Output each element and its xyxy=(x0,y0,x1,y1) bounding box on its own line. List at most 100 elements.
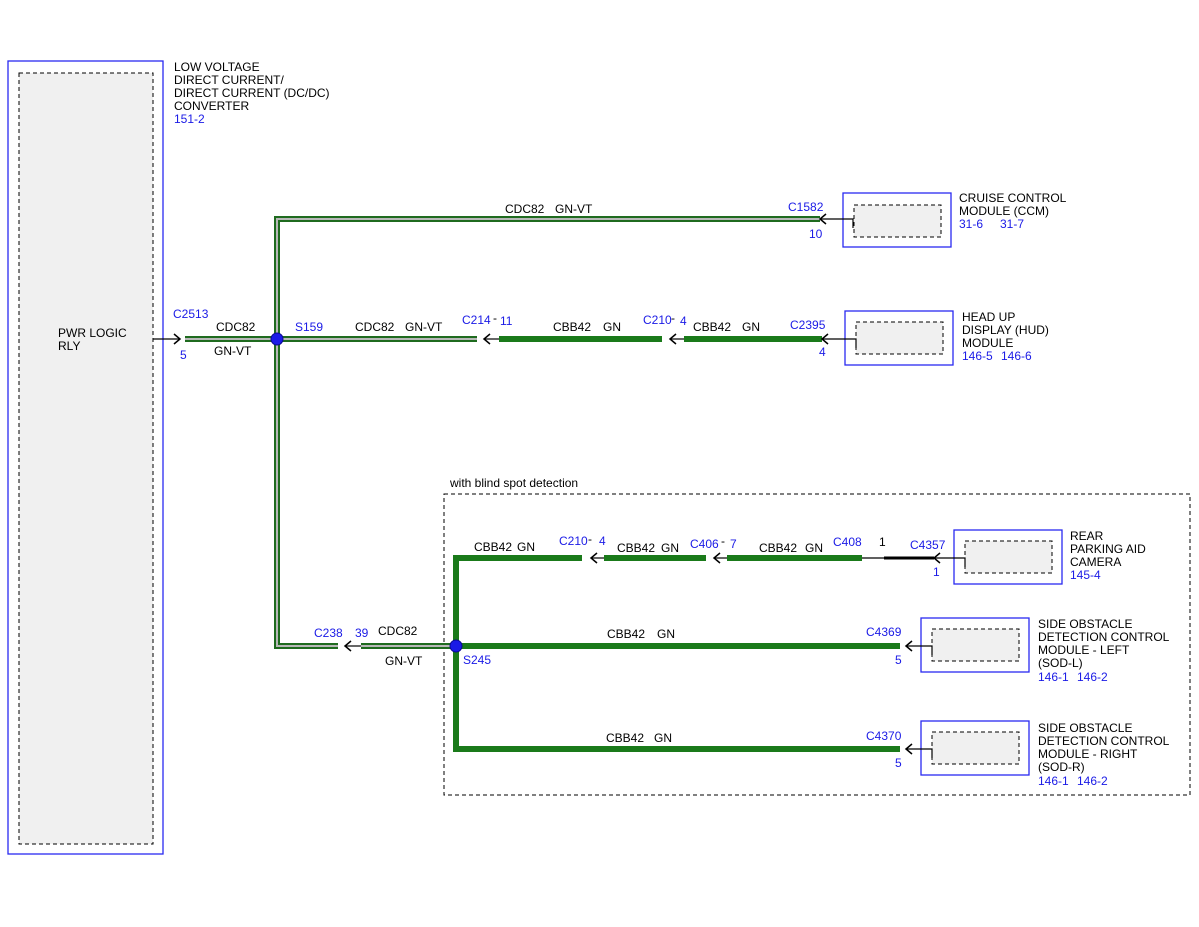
wire-label-circuit-s245-c210: CBB42 xyxy=(474,540,512,554)
c210-hud-pin-label: 4 xyxy=(680,314,687,328)
sod-right-title-line4: (SOD-R) xyxy=(1038,760,1085,774)
wire-label-circuit-c210-hud: CBB42 xyxy=(693,320,731,334)
c1582-label[interactable]: C1582 xyxy=(788,200,824,214)
camera-inner xyxy=(964,540,1053,574)
c238-label[interactable]: C238 xyxy=(314,626,343,640)
c4357-label[interactable]: C4357 xyxy=(910,538,946,552)
ccm-page-ref-2[interactable]: 31-7 xyxy=(1000,217,1024,231)
c2395-pin-label: 4 xyxy=(819,345,826,359)
c214-dash: - xyxy=(493,311,497,325)
c406-dash: - xyxy=(721,534,725,548)
c4370-label[interactable]: C4370 xyxy=(866,729,902,743)
sod-right-title-line1: SIDE OBSTACLE xyxy=(1038,721,1132,735)
sod-left-title-line1: SIDE OBSTACLE xyxy=(1038,617,1132,631)
c406-label[interactable]: C406 xyxy=(690,537,719,551)
sod-left-inner xyxy=(931,628,1020,662)
wire-label-circuit-c210-c406: CBB42 xyxy=(617,541,655,555)
splice-s159-icon[interactable] xyxy=(270,332,284,346)
c214-pin-label: 11 xyxy=(500,314,513,328)
c1582-lead xyxy=(820,218,854,228)
c408-pin-label: 1 xyxy=(879,535,886,549)
c210-hud-dash: - xyxy=(671,311,675,325)
wire-label-color-c238: GN-VT xyxy=(385,654,423,668)
dcdc-converter-inner xyxy=(18,72,154,845)
hud-page-ref-2[interactable]: 146-6 xyxy=(1001,349,1032,363)
c2513-pin-label: 5 xyxy=(180,348,187,362)
wire-label-circuit-sodl: CBB42 xyxy=(607,627,645,641)
c210-cam-label[interactable]: C210 xyxy=(559,534,588,548)
dcdc-page-ref[interactable]: 151-2 xyxy=(174,112,205,126)
pwr-logic-label-line2: RLY xyxy=(58,339,80,353)
dcdc-title-line1: LOW VOLTAGE xyxy=(174,60,260,74)
sod-left-component xyxy=(920,617,1030,673)
sod-right-component xyxy=(920,720,1030,776)
hud-title-line2: DISPLAY (HUD) xyxy=(962,323,1049,337)
blind-spot-option-box xyxy=(443,493,1191,796)
camera-title-line3: CAMERA xyxy=(1070,555,1121,569)
dcdc-title-line2: DIRECT CURRENT/ xyxy=(174,73,284,87)
camera-component xyxy=(953,529,1063,585)
connector-symbols xyxy=(153,213,966,758)
splice-s159-label: S159 xyxy=(295,320,323,334)
ccm-component xyxy=(842,192,952,248)
dcdc-converter-component xyxy=(7,60,164,855)
ccm-inner xyxy=(853,204,942,238)
ccm-page-ref-1[interactable]: 31-6 xyxy=(959,217,983,231)
dcdc-title-line4: CONVERTER xyxy=(174,99,249,113)
wire-label-color-c214-c210: GN xyxy=(603,320,621,334)
wire-label-circuit-sodr: CBB42 xyxy=(606,731,644,745)
c2395-lead xyxy=(822,338,857,348)
hud-component xyxy=(844,310,954,366)
sod-left-title-line4: (SOD-L) xyxy=(1038,656,1083,670)
hud-title-line3: MODULE xyxy=(962,336,1013,350)
wire-label-circuit-c214-c210: CBB42 xyxy=(553,320,591,334)
hud-title-line1: HEAD UP xyxy=(962,310,1015,324)
c2513-label[interactable]: C2513 xyxy=(173,307,209,321)
wire-label-circuit-dcdc: CDC82 xyxy=(216,320,256,334)
wire-cdc82-group xyxy=(185,216,820,649)
c408-label[interactable]: C408 xyxy=(833,535,862,549)
wire-cbb42-s245-sodr[interactable] xyxy=(453,646,900,752)
ccm-title-line1: CRUISE CONTROL xyxy=(959,191,1067,205)
sod-left-page-ref-2[interactable]: 146-2 xyxy=(1077,670,1108,684)
blind-spot-option-label: with blind spot detection xyxy=(449,476,578,490)
wire-cdc82-s159-c238-stripe xyxy=(276,339,338,647)
wire-label-color-sodr: GN xyxy=(654,731,672,745)
c2513-pin-icon[interactable] xyxy=(173,333,182,345)
c1582-pin-label: 10 xyxy=(809,227,823,241)
sod-left-page-ref-1[interactable]: 146-1 xyxy=(1038,670,1069,684)
wire-label-circuit-ccm: CDC82 xyxy=(505,202,545,216)
wire-label-circuit-c238: CDC82 xyxy=(378,624,418,638)
wire-cdc82-s159-ccm-stripe xyxy=(276,218,820,339)
camera-page-ref[interactable]: 145-4 xyxy=(1070,568,1101,582)
hud-inner xyxy=(855,321,944,355)
splice-s245-icon[interactable] xyxy=(449,639,463,653)
c4369-label[interactable]: C4369 xyxy=(866,625,902,639)
c238-pin-label: 39 xyxy=(355,626,369,640)
c4357-pin-label: 1 xyxy=(933,565,940,579)
sod-right-page-ref-1[interactable]: 146-1 xyxy=(1038,774,1069,788)
c2395-label[interactable]: C2395 xyxy=(790,318,826,332)
wire-label-color-ccm: GN-VT xyxy=(555,202,593,216)
wire-label-color-c210-c406: GN xyxy=(661,541,679,555)
sod-left-title-line2: DETECTION CONTROL xyxy=(1038,630,1170,644)
sod-right-page-ref-2[interactable]: 146-2 xyxy=(1077,774,1108,788)
wire-label-circuit-c406-c408: CBB42 xyxy=(759,541,797,555)
wire-label-color-sodl: GN xyxy=(657,627,675,641)
wire-label-color-s245-c210: GN xyxy=(517,540,535,554)
ccm-title-line2: MODULE (CCM) xyxy=(959,204,1049,218)
wire-cdc82-s159-c238[interactable] xyxy=(274,339,338,649)
sod-right-inner xyxy=(931,731,1020,765)
c214-label[interactable]: C214 xyxy=(462,313,491,327)
wire-cbb42-s245-c210[interactable] xyxy=(453,555,582,646)
c4369-lead xyxy=(906,645,933,655)
camera-title-line2: PARKING AID xyxy=(1070,542,1146,556)
wire-label-color-c214: GN-VT xyxy=(405,320,443,334)
pwr-logic-label-line1: PWR LOGIC xyxy=(58,326,127,340)
wire-label-color-c406-c408: GN xyxy=(805,541,823,555)
camera-title-line1: REAR xyxy=(1070,529,1104,543)
c210-hud-label[interactable]: C210 xyxy=(643,313,672,327)
sod-right-title-line2: DETECTION CONTROL xyxy=(1038,734,1170,748)
hud-page-ref-1[interactable]: 146-5 xyxy=(962,349,993,363)
